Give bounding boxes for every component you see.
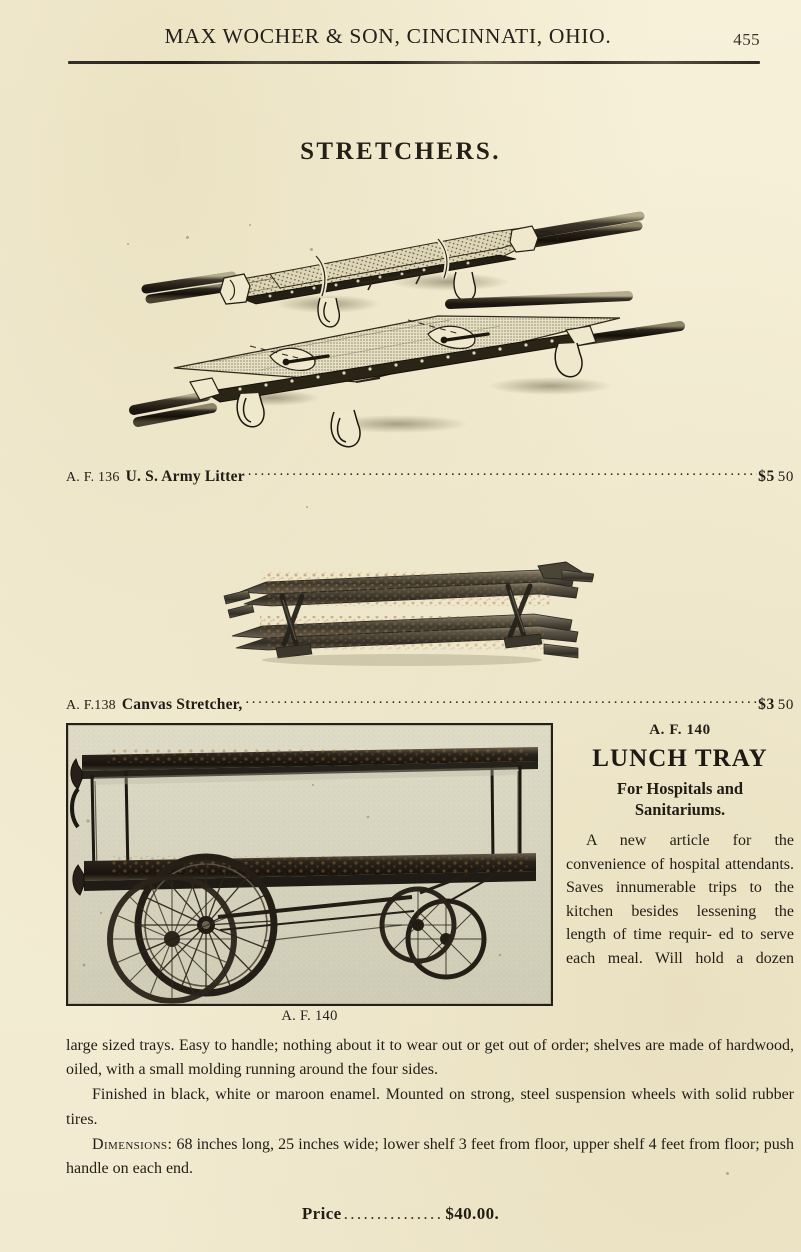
entry-code: A. F. 136 [66,470,120,485]
lunch-tray-description: large sized trays. Easy to handle; nothi… [66,1034,794,1182]
lunch-tray-caption: A. F. 140 [281,1008,338,1024]
suspension-struts [127,862,517,942]
catalog-entry-136: A. F. 136 U. S. Army Litter $550 [66,466,794,486]
lunch-tray-column-text: A new article for the convenience of hos… [566,829,794,970]
paper-speck [186,236,189,239]
subheading-line-1: For Hospitals and [616,779,744,798]
description-paragraph-1: large sized trays. Easy to handle; nothi… [66,1037,794,1079]
push-handle [70,787,80,829]
running-head-title: MAX WOCHER & SON, CINCINNATI, OHIO. [164,24,612,48]
paper-speck [726,1172,729,1175]
dot-leader [248,466,757,481]
lunch-tray-figure [66,723,553,1006]
dimensions-text: 68 inches long, 25 inches wide; lower sh… [66,1135,795,1177]
paper-speck [306,506,308,508]
dimensions-paragraph: Dimensions: 68 inches long, 25 inches wi… [66,1133,794,1182]
lunch-tray-subheading: For Hospitals and Sanitariums. [566,778,794,820]
paper-speck [127,243,129,245]
lunch-tray-sidebar: A. F. 140 LUNCH TRAY For Hospitals and S… [566,722,794,970]
header-rule [68,61,760,64]
canvas-stretcher-figure [222,552,594,668]
entry-name: Canvas Stretcher, [121,696,243,713]
price-dot-leader: ............... [343,1204,444,1223]
small-wheel-front [379,886,457,964]
section-title: STRETCHERS. [300,138,501,165]
lunch-tray-code: A. F. 140 [649,722,711,738]
catalog-entry-138: A. F.138 Canvas Stretcher, $350 [66,694,794,714]
small-wheel-rear [405,898,487,980]
lunch-tray-price-line: Price...............$40.00. [0,1204,801,1224]
large-wheel-rear [107,874,237,1004]
canvas-stretcher-photo [223,561,594,666]
paper-speck [310,248,313,251]
lunch-tray-heading: LUNCH TRAY [592,745,768,772]
paper-speck [636,327,639,330]
running-head: MAX WOCHER & SON, CINCINNATI, OHIO. 455 [68,24,760,54]
entry-code: A. F.138 [66,698,116,713]
subheading-line-2: Sanitariums. [634,800,726,820]
open-litter-engraving [129,291,685,448]
price-label: Price [301,1204,342,1223]
paper-speck [249,224,251,226]
page-number: 455 [733,30,760,49]
paper-speck [412,252,414,254]
dimensions-label: Dimensions: [92,1135,173,1153]
us-army-litter-figure [120,186,690,451]
tray-upper-shelf [70,747,538,790]
entry-name: U. S. Army Litter [125,468,245,485]
price-value: $40.00. [445,1204,500,1223]
dot-leader [245,694,757,709]
description-paragraph-2: Finished in black, white or maroon ename… [66,1086,794,1128]
folded-litter-engraving [141,211,645,328]
litter-hardware [249,319,490,371]
column-text-content: A new article for the convenience of hos… [566,832,794,967]
